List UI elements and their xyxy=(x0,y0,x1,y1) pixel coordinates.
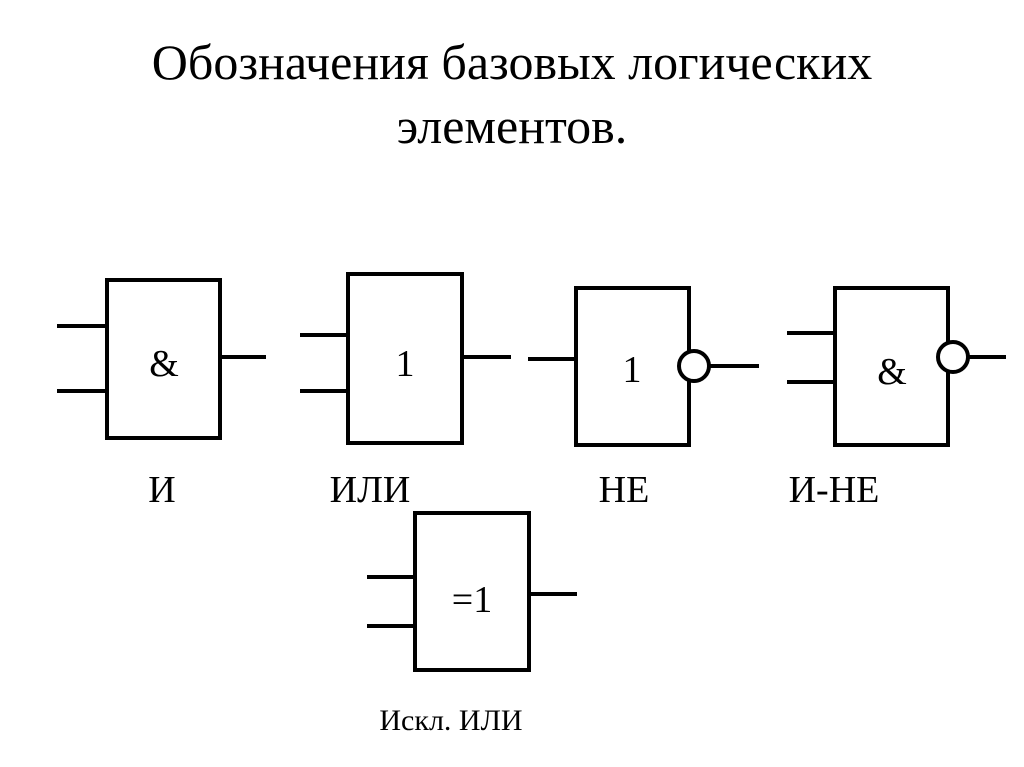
xor-gate xyxy=(367,511,577,672)
nand-gate xyxy=(787,286,1006,447)
and-gate xyxy=(57,278,266,440)
slide-title: Обозначения базовых логических элементов… xyxy=(0,30,1024,158)
not-gate-inversion-bubble xyxy=(677,349,711,383)
title-line-1: Обозначения базовых логических xyxy=(151,34,873,90)
or-gate-symbol: 1 xyxy=(396,343,415,385)
or-gate-caption: ИЛИ xyxy=(330,469,411,511)
title-line-2: элементов. xyxy=(396,98,628,154)
nand-gate-inversion-bubble xyxy=(936,340,970,374)
and-gate-symbol: & xyxy=(149,343,179,385)
nand-gate-symbol: & xyxy=(877,351,907,393)
nand-gate-caption: И-НЕ xyxy=(789,469,880,511)
xor-gate-symbol: =1 xyxy=(452,579,492,621)
not-gate xyxy=(528,286,759,447)
not-gate-caption: НЕ xyxy=(599,469,650,511)
not-gate-symbol: 1 xyxy=(623,349,642,391)
xor-gate-body xyxy=(413,511,531,672)
or-gate xyxy=(300,272,511,445)
and-gate-caption: И xyxy=(148,469,175,511)
xor-gate-caption: Искл. ИЛИ xyxy=(379,704,522,737)
